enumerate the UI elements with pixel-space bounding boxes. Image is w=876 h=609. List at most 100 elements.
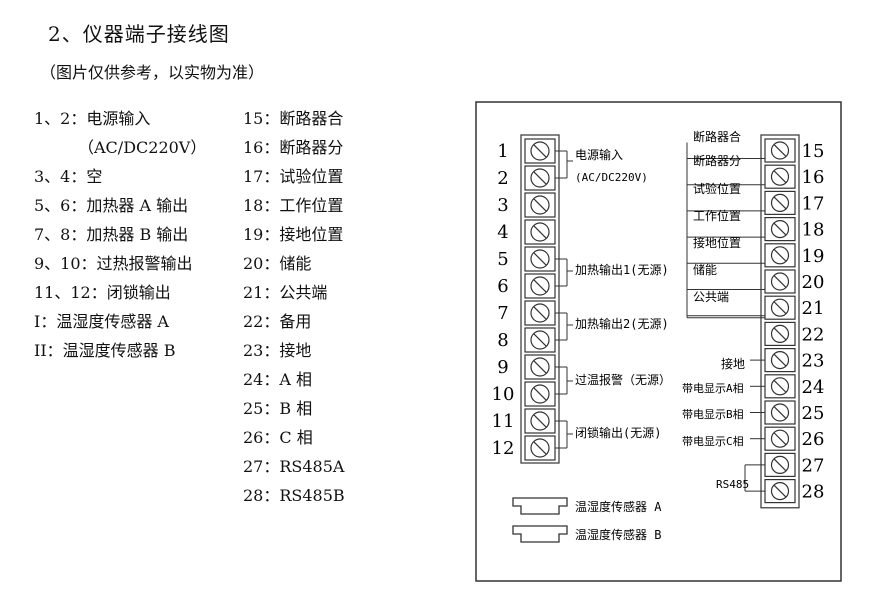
list-item: 18：工作位置 <box>243 196 344 215</box>
label-heater-1: 加热输出1(无源) <box>575 262 669 277</box>
label-sensor-a: 温湿度传感器 A <box>575 499 662 514</box>
terminal-28 <box>764 479 796 504</box>
sensor-a-symbol <box>512 497 568 515</box>
terminal-number-22: 22 <box>802 324 825 345</box>
label-power-input: 电源输入 <box>575 147 623 162</box>
section-heading: 2、仪器端子接线图 <box>48 22 230 46</box>
terminal-5 <box>524 246 556 272</box>
terminal-15 <box>764 138 796 163</box>
list-item: 15：断路器合 <box>243 109 344 128</box>
terminal-number-1: 1 <box>497 141 508 162</box>
terminal-19 <box>764 243 796 268</box>
list-item: 22：备用 <box>243 312 312 331</box>
terminal-8 <box>524 327 556 353</box>
list-item: 1、2：电源输入 <box>34 109 151 128</box>
list-item: （AC/DC220V） <box>78 138 207 157</box>
terminal-24 <box>764 374 796 399</box>
terminal-18 <box>764 216 796 242</box>
list-item: 11、12：闭锁输出 <box>34 283 171 302</box>
list-item: 17：试验位置 <box>243 167 344 186</box>
terminal-number-16: 16 <box>802 167 825 188</box>
label-lockout-output: 闭锁输出(无源) <box>575 425 661 440</box>
terminal-1 <box>524 138 556 164</box>
terminal-2 <box>524 165 556 191</box>
label-energy-storage: 储能 <box>693 262 717 277</box>
label-common: 公共端 <box>693 290 729 304</box>
terminal-number-11: 11 <box>492 411 515 432</box>
list-item: 27：RS485A <box>243 457 345 476</box>
terminal-7 <box>524 300 556 326</box>
label-work-position: 工作位置 <box>693 208 741 223</box>
list-item: 28：RS485B <box>243 486 345 505</box>
terminal-number-15: 15 <box>802 141 825 162</box>
label-overheat-alarm: 过温报警（无源） <box>575 372 671 387</box>
label-breaker-open: 断路器分 <box>693 153 741 168</box>
terminal-number-10: 10 <box>492 384 515 405</box>
terminal-number-28: 28 <box>802 482 825 503</box>
terminal-number-20: 20 <box>802 272 825 293</box>
terminal-number-18: 18 <box>802 220 825 241</box>
list-item: 9、10：过热报警输出 <box>34 254 193 273</box>
label-ground-position: 接地位置 <box>693 235 741 250</box>
sensor-b-symbol <box>512 525 568 543</box>
list-item: 19：接地位置 <box>243 225 344 244</box>
list-item: 7、8：加热器 B 输出 <box>34 225 189 244</box>
label-heater-2: 加热输出2(无源) <box>575 316 669 331</box>
section-note: （图片仅供参考，以实物为准） <box>40 63 265 82</box>
label-phase-a: 带电显示A相 <box>682 382 744 395</box>
label-phase-c: 带电显示C相 <box>682 435 744 448</box>
list-item: 24：A 相 <box>243 370 313 389</box>
terminal-number-2: 2 <box>497 168 508 189</box>
list-item: 21：公共端 <box>243 283 328 302</box>
terminal-26 <box>764 426 796 451</box>
terminal-number-27: 27 <box>802 455 825 476</box>
list-item: I：温湿度传感器 A <box>34 312 169 331</box>
terminal-20 <box>764 269 796 294</box>
terminal-23 <box>764 348 796 373</box>
terminal-25 <box>764 400 796 425</box>
left-wire-leads <box>555 150 573 449</box>
label-sensor-b: 温湿度传感器 B <box>575 527 661 542</box>
list-item: 23：接地 <box>243 341 312 360</box>
terminal-number-9: 9 <box>497 357 508 378</box>
terminal-number-21: 21 <box>802 298 825 319</box>
terminal-11 <box>524 408 556 434</box>
terminal-number-3: 3 <box>497 195 508 216</box>
terminal-10 <box>524 381 556 407</box>
terminal-number-5: 5 <box>497 249 508 270</box>
terminal-number-12: 12 <box>492 438 515 459</box>
terminal-9 <box>524 354 556 380</box>
terminal-6 <box>524 273 556 299</box>
label-ground: 接地 <box>721 356 745 371</box>
label-rs485: RS485 <box>716 478 749 491</box>
list-item: 25：B 相 <box>243 399 313 418</box>
terminal-number-24: 24 <box>802 377 825 398</box>
list-item: II：温湿度传感器 B <box>34 341 176 360</box>
label-test-position: 试验位置 <box>693 181 741 196</box>
list-item: 3、4：空 <box>34 167 103 186</box>
list-item: 20：储能 <box>243 254 312 273</box>
terminal-number-23: 23 <box>802 351 825 372</box>
list-item: 16：断路器分 <box>243 138 344 157</box>
label-power-voltage: (AC/DC220V) <box>575 171 648 184</box>
terminal-number-19: 19 <box>802 246 825 267</box>
terminal-number-17: 17 <box>802 193 825 214</box>
terminal-4 <box>524 219 556 245</box>
terminal-12 <box>524 435 556 461</box>
right-wire-leads <box>686 142 765 492</box>
terminal-number-26: 26 <box>802 429 825 450</box>
terminal-27 <box>764 452 796 477</box>
terminal-16 <box>764 164 796 189</box>
terminal-3 <box>524 192 556 218</box>
terminal-21 <box>764 295 796 320</box>
list-item: 26：C 相 <box>243 428 313 447</box>
terminal-number-4: 4 <box>497 222 508 243</box>
diagram-frame <box>475 101 842 582</box>
label-phase-b: 带电显示B相 <box>682 408 744 421</box>
list-item: 5、6：加热器 A 输出 <box>34 196 189 215</box>
terminal-number-8: 8 <box>497 330 508 351</box>
